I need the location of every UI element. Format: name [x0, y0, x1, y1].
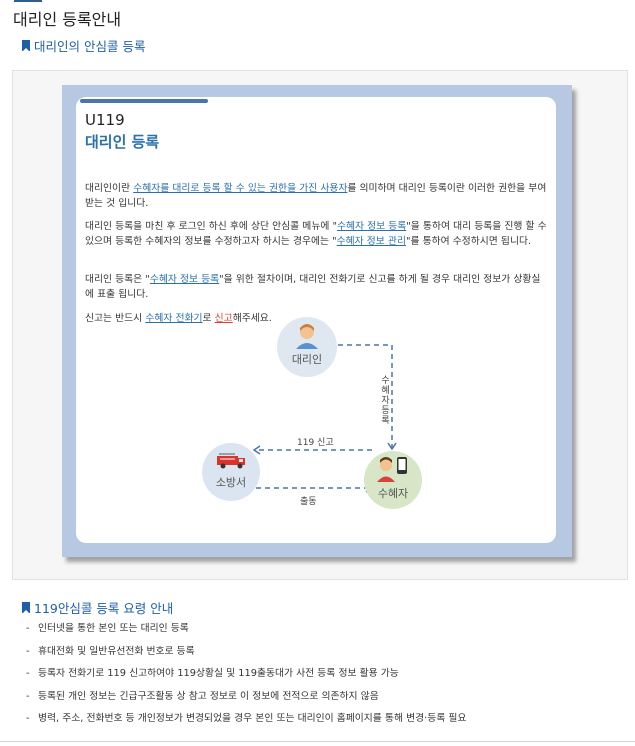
text: "을 위한 절차이며, 대리인 전화기로 신고를 하게 될 경우 대리인 정보가… — [85, 274, 541, 300]
guide-list: -인터넷을 통한 본인 또는 대리인 등록 -휴대전화 및 일반유선전화 번호로… — [26, 622, 466, 735]
section-heading-text: 119안심콜 등록 요령 안내 — [34, 601, 174, 616]
dash: - — [26, 713, 30, 724]
text: 대리인 등록은 " — [85, 274, 150, 285]
card-accent-bar — [80, 99, 208, 103]
info-panel: U119 대리인 등록 대리인이란 수혜자를 대리로 등록 할 수 있는 권한을… — [12, 70, 628, 580]
agent-label: 대리인 — [291, 353, 323, 366]
dash: - — [26, 668, 30, 679]
edge-register-label: 수혜자등록 — [379, 375, 389, 425]
list-item: -휴대전화 및 일반유선전화 번호로 등록 — [26, 645, 466, 668]
paragraph-display: 대리인 등록은 "수혜자 정보 등록"을 위한 절차이며, 대리인 전화기로 신… — [85, 272, 549, 302]
beneficiary-node: 수혜자 — [364, 451, 422, 509]
fire-station-label: 소방서 — [215, 476, 247, 489]
text: 대리인이란 — [85, 183, 134, 194]
list-item: -등록자 전화기로 119 신고하여야 119상황실 및 119출동대가 사전 … — [26, 667, 466, 690]
beneficiary-label: 수혜자 — [377, 487, 409, 500]
card-title: 대리인 등록 — [85, 133, 160, 151]
text: 해주세요. — [232, 313, 272, 324]
register-info-link[interactable]: 수혜자 정보 등록 — [336, 221, 407, 232]
top-rule — [14, 0, 42, 2]
bottom-rule — [0, 741, 635, 742]
person-phone-icon — [377, 457, 407, 482]
card-code: U119 — [85, 111, 125, 129]
text: 로 — [202, 313, 215, 324]
section-heading-agent: 대리인의 안심콜 등록 — [22, 36, 145, 55]
card-frame: U119 대리인 등록 대리인이란 수혜자를 대리로 등록 할 수 있는 권한을… — [62, 85, 572, 557]
bookmark-icon — [22, 40, 30, 52]
paragraph-definition: 대리인이란 수혜자를 대리로 등록 할 수 있는 권한을 가진 사용자를 의미하… — [85, 181, 549, 211]
text: "을 통하여 대리 등록을 진행 할 수 있으며 등록한 수혜자의 정보를 수정… — [85, 221, 547, 247]
list-item: -병력, 주소, 전화번호 등 개인정보가 변경되었을 경우 본인 또는 대리인… — [26, 712, 466, 735]
fire-station-node: 소방서 — [202, 443, 260, 501]
flow-diagram — [252, 344, 397, 493]
definition-link[interactable]: 수혜자를 대리로 등록 할 수 있는 권한을 가진 사용자 — [133, 183, 348, 194]
section-heading-guide: 119안심콜 등록 요령 안내 — [22, 598, 173, 617]
list-item: -인터넷을 통한 본인 또는 대리인 등록 — [26, 622, 466, 645]
list-item-text: 인터넷을 통한 본인 또는 대리인 등록 — [38, 623, 189, 634]
text: 를 의미하며 대리인 등록이란 이러한 권한을 부여 받는 것 입니다. — [85, 183, 547, 209]
edge-report-label: 119 신고 — [297, 438, 334, 448]
info-card: U119 대리인 등록 대리인이란 수혜자를 대리로 등록 할 수 있는 권한을… — [76, 97, 556, 543]
bookmark-icon — [22, 602, 30, 614]
paragraph-procedure: 대리인 등록을 마친 후 로그인 하신 후에 상단 안심콜 메뉴에 "수혜자 정… — [85, 219, 549, 249]
list-item-text: 등록된 개인 정보는 긴급구조활동 상 참고 정보로 이 정보에 전적으로 의존… — [38, 690, 379, 702]
list-item-text: 등록자 전화기로 119 신고하여야 119상황실 및 119출동대가 사전 등… — [38, 668, 399, 679]
text: 대리인 등록을 마친 후 로그인 하신 후에 상단 안심콜 메뉴에 " — [85, 221, 337, 232]
dash: - — [26, 623, 30, 634]
dash: - — [26, 690, 30, 702]
person-icon — [296, 324, 318, 349]
section-heading-text: 대리인의 안심콜 등록 — [34, 39, 146, 54]
manage-info-link[interactable]: 수혜자 정보 관리 — [336, 236, 406, 247]
paragraph-notice: 신고는 반드시 수혜자 전화기로 신고해주세요. — [85, 311, 549, 326]
agent-node: 대리인 — [277, 317, 337, 377]
beneficiary-phone-link[interactable]: 수혜자 전화기 — [145, 313, 203, 324]
register-info-link-2[interactable]: 수혜자 정보 등록 — [149, 274, 220, 285]
list-item: -등록된 개인 정보는 긴급구조활동 상 참고 정보로 이 정보에 전적으로 의… — [26, 690, 466, 713]
register-arrow — [338, 344, 397, 451]
fire-truck-icon — [217, 453, 245, 469]
list-item-text: 휴대전화 및 일반유선전화 번호로 등록 — [38, 645, 195, 657]
text: "를 통하여 수정하시면 됩니다. — [405, 236, 532, 247]
report-link[interactable]: 신고 — [214, 313, 233, 324]
dash: - — [26, 645, 30, 657]
page-title: 대리인 등록안내 — [13, 10, 122, 29]
edge-dispatch-label: 출동 — [300, 497, 317, 507]
text: 신고는 반드시 — [85, 313, 146, 324]
list-item-text: 병력, 주소, 전화번호 등 개인정보가 변경되었을 경우 본인 또는 대리인이… — [38, 713, 467, 724]
